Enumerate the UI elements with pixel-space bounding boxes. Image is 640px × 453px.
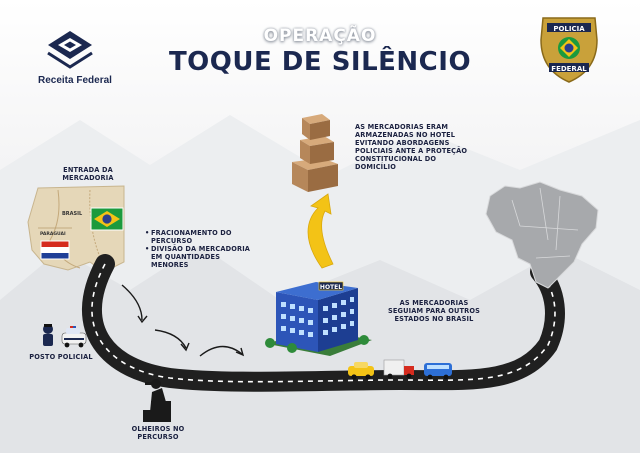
truck-icon: [383, 359, 414, 379]
border-map-inset: BRASIL PARAGUAI: [27, 185, 125, 273]
police-car-icon: [61, 326, 87, 348]
map-label-paraguai: PARAGUAI: [40, 231, 66, 237]
page-title: TOQUE DE SILÊNCIO: [168, 47, 472, 77]
police-officer-icon: [43, 324, 53, 346]
bullet-item: DIVISÃO DA MERCADORIA EM QUANTIDADES MEN…: [145, 245, 260, 269]
destination-caption: AS MERCADORIAS SEGUIAM PARA OUTROS ESTAD…: [388, 299, 480, 323]
flow-arrows: [121, 284, 245, 357]
storage-caption: AS MERCADORIAS ERAM ARMAZENADAS NO HOTEL…: [355, 123, 468, 171]
receita-federal-label: Receita Federal: [38, 75, 112, 86]
operation-label: OPERAÇÃO: [263, 26, 377, 46]
badge-bottom-text: FEDERAL: [551, 65, 587, 73]
lookouts-caption: OLHEIROS NO PERCURSO: [131, 425, 185, 441]
hotel-building: HOTEL: [265, 281, 372, 356]
badge-top-text: POLICIA: [553, 25, 585, 33]
boxes-icon: [292, 114, 338, 192]
map-label-brasil: BRASIL: [62, 211, 83, 217]
strategy-bullets: FRACIONAMENTO DO PERCURSO DIVISÃO DA MER…: [145, 229, 260, 269]
entrada-caption: ENTRADA DA MERCADORIA: [62, 166, 114, 182]
hotel-sign: HOTEL: [320, 284, 342, 291]
yellow-car-icon: [348, 362, 374, 380]
storage-arrow: [307, 193, 334, 269]
police-post-caption: POSTO POLICIAL: [29, 353, 93, 361]
paraguay-flag-icon: [40, 240, 70, 260]
road-centerline: [91, 263, 556, 383]
bullet-item: FRACIONAMENTO DO PERCURSO: [145, 229, 260, 245]
lookout-icon: [143, 379, 171, 422]
bus-icon: [424, 363, 452, 380]
brazil-map: [485, 181, 599, 289]
